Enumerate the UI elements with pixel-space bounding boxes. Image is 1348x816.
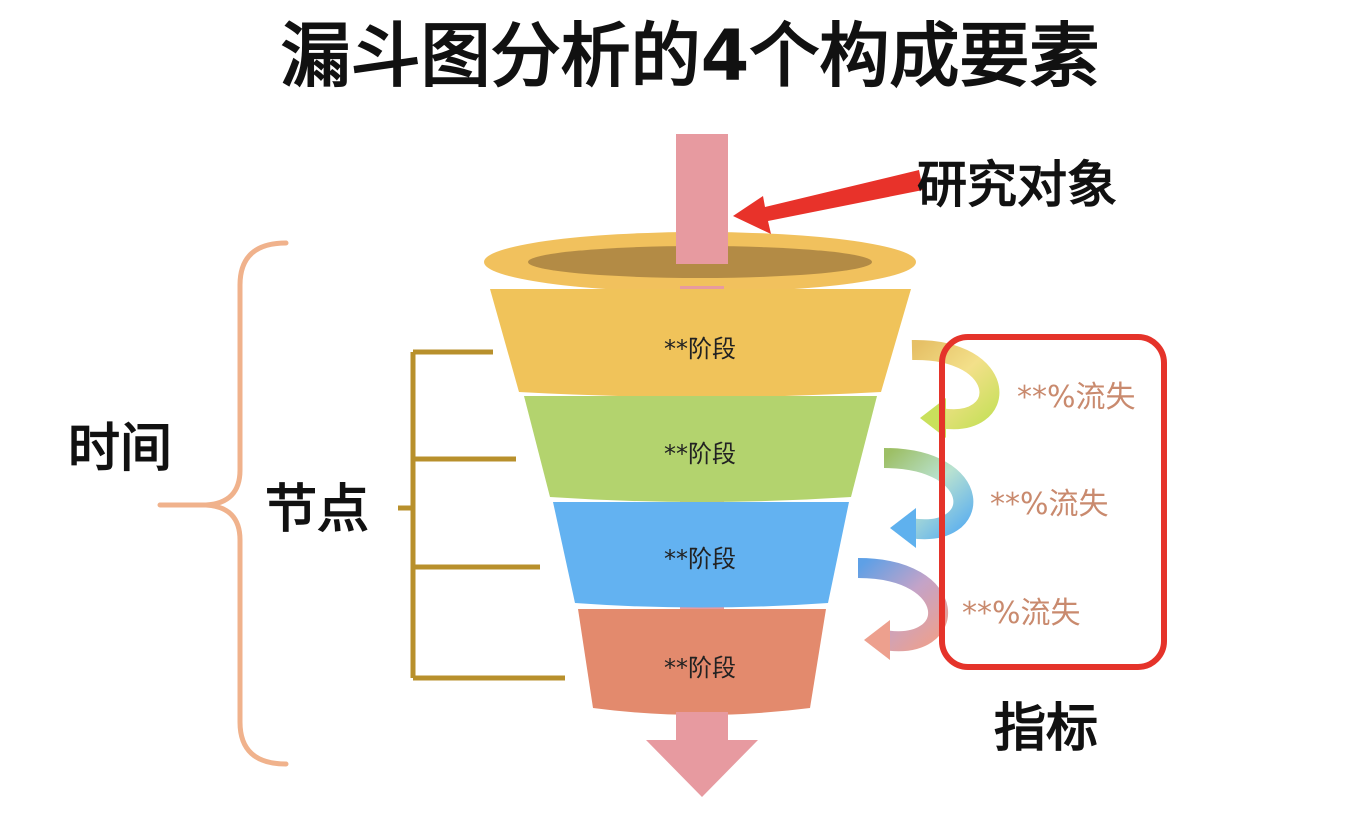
loss-arrow-1 — [911, 339, 1000, 438]
loss-label-3: **%流失 — [962, 596, 1081, 631]
stage-label-2: **阶段 — [664, 440, 736, 468]
nodes-label: 节点 — [265, 480, 369, 540]
stage-band-4 — [578, 609, 826, 715]
stage-label-1: **阶段 — [664, 335, 736, 363]
loss-arrow-3 — [857, 558, 949, 660]
time-brace — [157, 240, 289, 767]
flow-arrow-bottom — [646, 712, 758, 797]
loss-arrow-2 — [883, 448, 974, 548]
funnel-stage-2: **阶段 — [524, 396, 877, 502]
stage-band-2 — [524, 396, 877, 502]
funnel-stage-4: **阶段 — [578, 609, 826, 715]
funnel-stage-1: **阶段 — [490, 289, 911, 397]
research-object-arrow — [733, 170, 923, 234]
stage-band-1 — [490, 289, 911, 397]
time-label: 时间 — [68, 419, 172, 479]
page-title: 漏斗图分析的4个构成要素 — [281, 15, 1100, 97]
stage-label-3: **阶段 — [664, 545, 736, 573]
stage-label-4: **阶段 — [664, 654, 736, 682]
loss-label-1: **%流失 — [1017, 380, 1136, 415]
metrics-box — [939, 334, 1167, 670]
funnel-stage-3: **阶段 — [553, 502, 849, 608]
loss-label-2: **%流失 — [990, 487, 1109, 522]
node-bracket — [398, 349, 565, 681]
flow-bar-rim — [676, 220, 728, 264]
metrics-label: 指标 — [994, 699, 1098, 759]
stage-band-3 — [553, 502, 849, 608]
research-object-label: 研究对象 — [917, 156, 1117, 214]
